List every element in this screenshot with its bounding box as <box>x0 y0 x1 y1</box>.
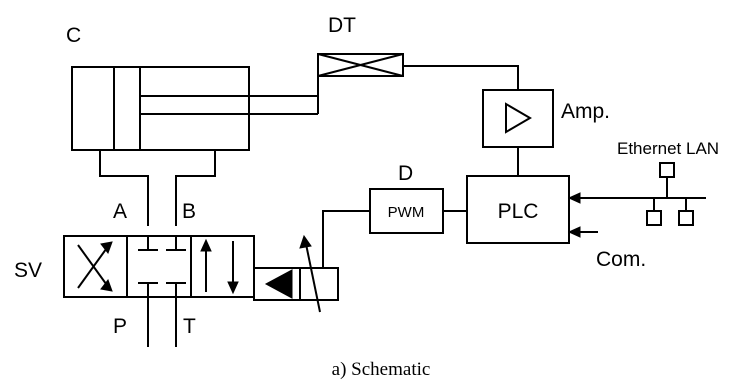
cylinder-body <box>71 66 250 151</box>
cylinder <box>71 66 319 226</box>
ethernet-label: Ethernet LAN <box>617 139 719 158</box>
flow-sensor <box>317 53 519 90</box>
cylinder-line-b <box>175 150 216 226</box>
servo-valve-label: SV <box>14 259 42 282</box>
cross-arrow-head-1 <box>100 241 113 255</box>
lan-node-left <box>646 210 662 226</box>
port-b-label: B <box>182 200 196 223</box>
sensor-to-amp-line <box>403 65 519 90</box>
servo-valve <box>63 235 255 347</box>
ethernet-network-icon <box>636 162 706 226</box>
pwm-to-solenoid-line <box>322 210 370 268</box>
port-a-label: A <box>113 200 127 223</box>
variable-arrow-head <box>299 234 312 249</box>
port-p-label: P <box>113 315 127 338</box>
pwm-label: PWM <box>388 204 425 221</box>
port-t-label: T <box>183 315 196 338</box>
plc-label: PLC <box>498 200 539 223</box>
flow-sensor-label: DT <box>328 14 356 37</box>
driver-label: D <box>398 162 413 185</box>
parallel-arrow-up-head <box>200 238 212 252</box>
amplifier <box>482 89 554 176</box>
cross-arrow-head-2 <box>100 278 113 292</box>
com-arrow-head <box>567 226 581 238</box>
cross-arrow-2 <box>77 244 110 289</box>
amplifier-label: Amp. <box>561 100 610 123</box>
cylinder-line-a <box>99 150 149 226</box>
lan-node-top <box>659 162 675 178</box>
figure-caption: a) Schematic <box>332 359 431 380</box>
solenoid-actuator <box>253 234 339 313</box>
valve-body <box>63 235 255 298</box>
cylinder-label: C <box>66 24 81 47</box>
ethernet-arrow-head <box>567 192 581 204</box>
amplifier-box <box>482 89 554 148</box>
com-label: Com. <box>596 248 646 271</box>
lan-node-right <box>678 210 694 226</box>
variable-arrow-line <box>305 243 321 313</box>
plc-box <box>466 175 570 244</box>
pwm-box <box>369 188 444 234</box>
solenoid-triangle-icon <box>264 269 293 299</box>
flow-sensor-cross-2 <box>317 53 404 77</box>
amplifier-triangle-icon <box>505 102 532 134</box>
parallel-arrow-down-head <box>227 281 239 295</box>
